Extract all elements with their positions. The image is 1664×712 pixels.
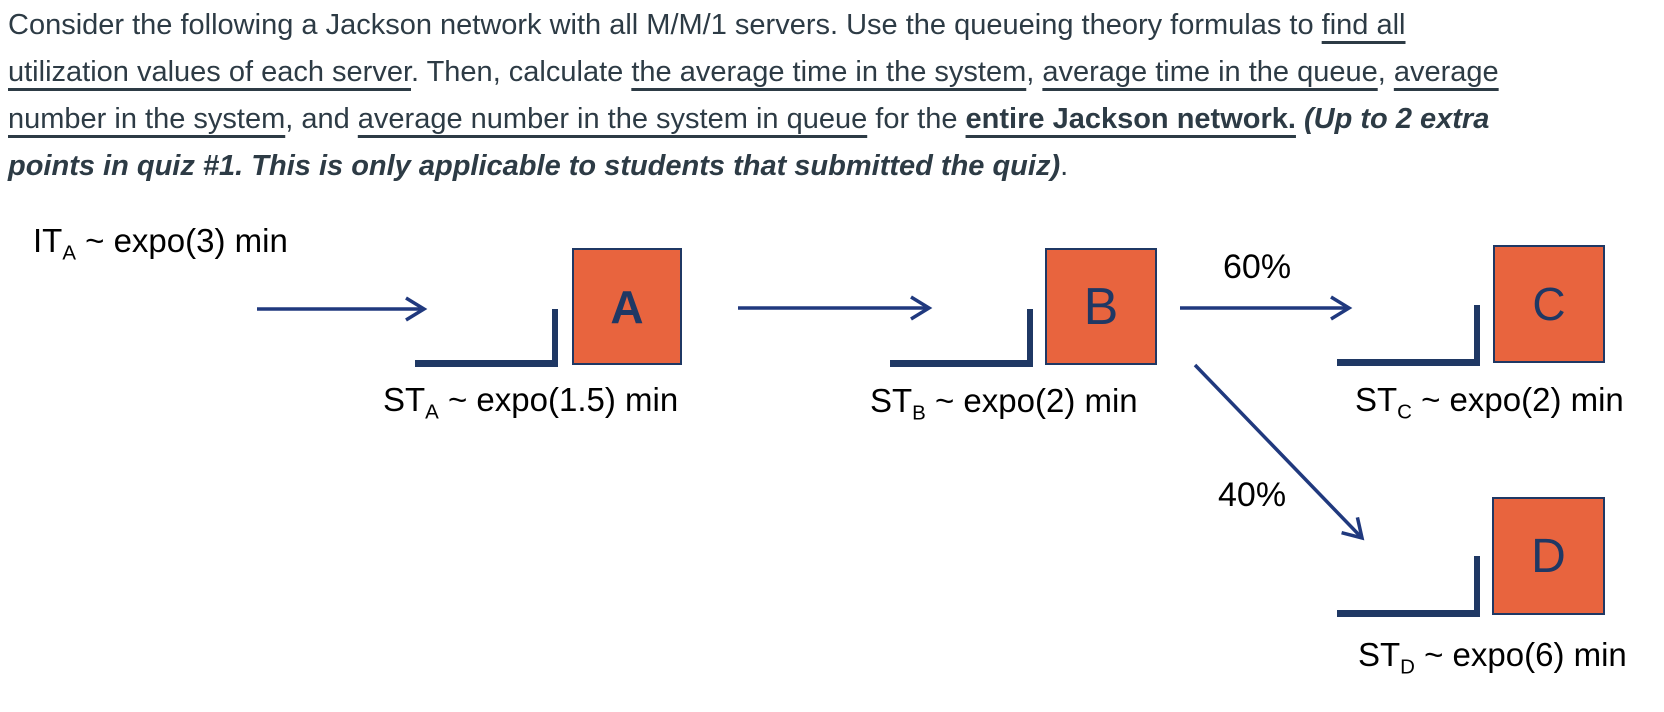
service-time-d-label: STD ~ expo(6) min xyxy=(1358,636,1627,679)
service-time-c-label: STC ~ expo(2) min xyxy=(1355,381,1624,424)
problem-segment: . xyxy=(1060,150,1069,182)
problem-line: number in the system, and average number… xyxy=(8,96,1658,143)
problem-segment: find all xyxy=(1321,9,1406,41)
problem-segment: utilization values of each server xyxy=(8,56,411,88)
queue-a-line xyxy=(415,360,558,367)
problem-segment: the average time in the system xyxy=(631,56,1027,88)
server-b-box: B xyxy=(1045,248,1157,365)
problem-segment: average time in the queue xyxy=(1042,56,1378,88)
queue-b-line xyxy=(890,360,1033,367)
arrival-rate-label: ITA ~ expo(3) min xyxy=(33,222,288,265)
server-d-letter: D xyxy=(1531,529,1566,583)
problem-statement: Consider the following a Jackson network… xyxy=(8,2,1658,190)
server-a-box: A xyxy=(572,248,682,365)
branch-60-label: 60% xyxy=(1223,248,1292,286)
server-c-box: C xyxy=(1493,245,1605,363)
problem-line: points in quiz #1. This is only applicab… xyxy=(8,143,1658,190)
service-time-a-label: STA ~ expo(1.5) min xyxy=(383,381,679,424)
problem-segment: Consider the following a Jackson network… xyxy=(8,9,1322,41)
queue-d-line xyxy=(1337,610,1480,617)
problem-line: Consider the following a Jackson network… xyxy=(8,2,1658,49)
service-time-b-label: STB ~ expo(2) min xyxy=(870,382,1138,425)
problem-segment: , xyxy=(1377,56,1394,88)
problem-segment: , xyxy=(1026,56,1043,88)
problem-segment: points in quiz #1. This is only applicab… xyxy=(8,150,1061,182)
b-to-d-arrow xyxy=(1193,363,1365,541)
problem-segment: entire Jackson network. xyxy=(965,103,1296,135)
queue-b-wall xyxy=(1027,309,1033,367)
server-d-box: D xyxy=(1492,497,1605,615)
problem-segment: for the xyxy=(867,103,966,135)
branch-40-label: 40% xyxy=(1218,476,1287,514)
problem-segment: (Up to 2 extra xyxy=(1304,103,1490,135)
problem-segment: average xyxy=(1393,56,1499,88)
server-b-letter: B xyxy=(1083,277,1119,336)
queue-c-wall xyxy=(1474,305,1480,366)
problem-segment: average number in the system in queue xyxy=(357,103,868,135)
queue-c-line xyxy=(1337,359,1480,366)
problem-segment: number in the system xyxy=(8,103,286,135)
problem-line: utilization values of each server. Then,… xyxy=(8,49,1658,96)
queue-a-wall xyxy=(552,309,558,367)
server-c-letter: C xyxy=(1532,278,1566,330)
problem-segment: . Then, calculate xyxy=(411,56,632,88)
queue-d-wall xyxy=(1474,556,1480,617)
problem-segment: , and xyxy=(285,103,358,135)
server-a-letter: A xyxy=(610,280,644,333)
